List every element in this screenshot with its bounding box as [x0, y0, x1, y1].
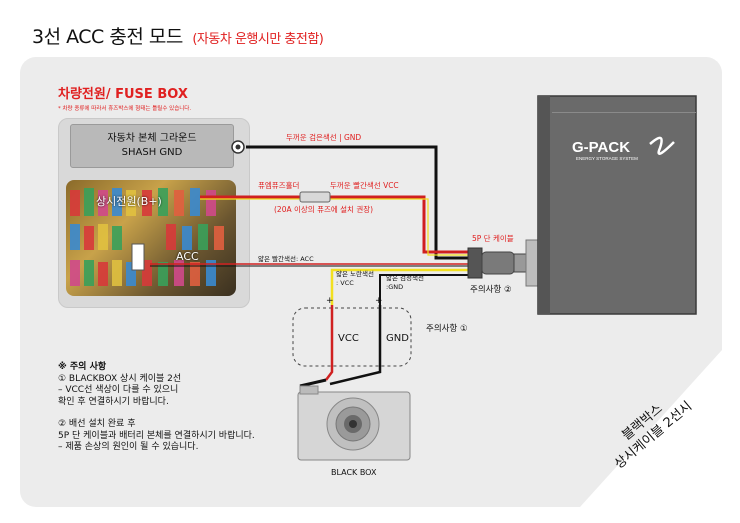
- caution-2-label: 주의사항 ②: [470, 285, 512, 295]
- brand-logo: G-PACK: [572, 139, 630, 156]
- gnd-box-line1: 자동차 본체 그라운드: [107, 133, 197, 144]
- note-1: ① BLACKBOX 상시 케이블 2선: [58, 373, 182, 384]
- yellow-wire-line1: 얇은 노란색선: [336, 270, 374, 278]
- title-sub: (자동차 운행시만 충전함): [192, 32, 324, 47]
- fuse-box-title: 차량전원/ FUSE BOX: [58, 87, 188, 102]
- gnd-wire: [246, 145, 470, 260]
- page-title: 3선 ACC 충전 모드 (자동차 운행시만 충전함): [32, 22, 324, 49]
- cable-dashed-box: [292, 307, 412, 367]
- fuse-holder: [299, 191, 331, 203]
- note-2b: – 제품 손상의 원인이 될 수 있습니다.: [58, 442, 199, 452]
- vcc-terminal-label: VCC: [338, 333, 359, 344]
- fuse-box-note: * 차량 종류에 따라서 휴즈박스에 형태는 틀릴수 있습니다.: [58, 106, 192, 112]
- cable-label: 5P 단 케이블: [472, 234, 514, 243]
- gpack-battery: [537, 95, 697, 315]
- acc-wire-label: 얇은 빨간색선: ACC: [258, 255, 314, 263]
- note-1b: 확인 후 연결하시기 바랍니다.: [58, 396, 169, 407]
- gnd-drop-wire: [329, 305, 382, 386]
- constant-power-label: 상시전원(B+): [96, 195, 162, 208]
- black-wire-line1: 얇은 검정색선: [386, 274, 424, 282]
- black-wire-line2: :GND: [386, 283, 404, 291]
- caution-notes: ※ 주의 사항 ① BLACKBOX 상시 케이블 2선 – VCC선 색상이 …: [58, 362, 318, 454]
- note-2: ② 배선 설치 완료 후: [58, 419, 136, 429]
- caution-1-label: 주의사항 ①: [426, 324, 468, 334]
- fuse-rating-label: (20A 이상의 퓨즈에 설치 권장): [274, 205, 374, 214]
- fuse-holder-label: 퓨엠퓨즈홀더: [258, 181, 300, 190]
- yellow-vcc-wire: [330, 268, 470, 305]
- title-main: 3선 ACC 충전 모드: [32, 26, 183, 48]
- note-1a: – VCC선 색상이 다를 수 있으니: [58, 385, 179, 395]
- brand-tagline: ENERGY STORAGE SYSTEM: [576, 156, 638, 161]
- plus-marker-gnd: +: [375, 296, 383, 306]
- blackbox-label: BLACK BOX: [331, 468, 377, 477]
- black-wire-label: 얇은 검정색선 :GND: [386, 274, 424, 292]
- gnd-terminal-label: GND: [386, 333, 409, 344]
- gnd-wire-label: 두꺼운 검은색선 | GND: [286, 133, 362, 142]
- acc-label: ACC: [176, 250, 199, 263]
- yellow-wire-label: 얇은 노란색선 : VCC: [336, 270, 374, 288]
- yellow-wire-line2: : VCC: [336, 279, 354, 287]
- 5p-connector: [467, 247, 483, 279]
- note-2a: 5P 단 케이블과 배터리 본체를 연결하시기 바랍니다.: [58, 430, 255, 441]
- notes-heading: ※ 주의 사항: [58, 362, 107, 372]
- fuse-array: [70, 188, 224, 286]
- black-gnd-wire: [379, 274, 470, 305]
- vcc-wire-label: 두꺼운 빨간색선 VCC: [330, 181, 399, 190]
- gnd-box-line2: SHASH GND: [121, 147, 183, 158]
- plus-marker-vcc: +: [326, 296, 334, 306]
- vcc-drop-wire: [325, 305, 334, 381]
